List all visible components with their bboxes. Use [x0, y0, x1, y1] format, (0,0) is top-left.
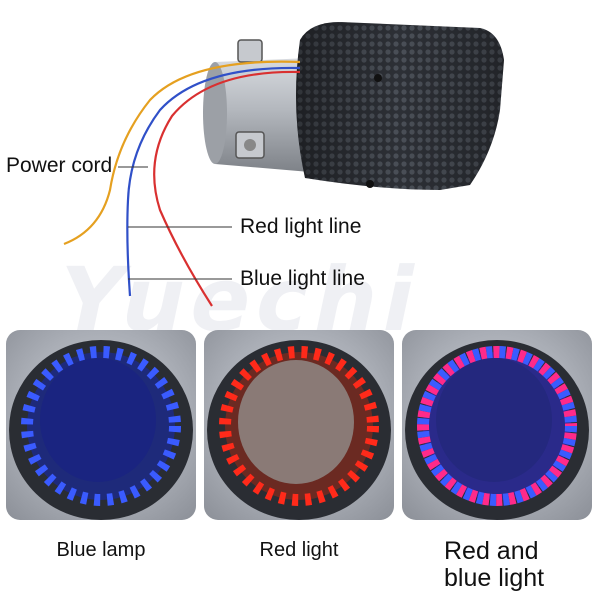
power-cord-label: Power cord	[6, 154, 113, 177]
exhaust-tip-illustration	[63, 22, 504, 307]
red-light-photo	[204, 330, 394, 520]
steel-pipe	[207, 58, 310, 172]
red-and-blue-light-caption: Red and blue light	[444, 537, 545, 592]
blue-light-line-label: Blue light line	[240, 267, 365, 290]
red-light-line-label: Red light line	[240, 215, 362, 238]
blue-lamp-photo	[6, 330, 196, 520]
red-and-blue-light-photo	[402, 330, 592, 520]
red-light-caption: Red light	[259, 539, 339, 561]
blue-lamp-caption: Blue lamp	[56, 539, 146, 561]
power-cord-wire	[63, 60, 301, 246]
clamp-bolt-top	[237, 39, 263, 63]
